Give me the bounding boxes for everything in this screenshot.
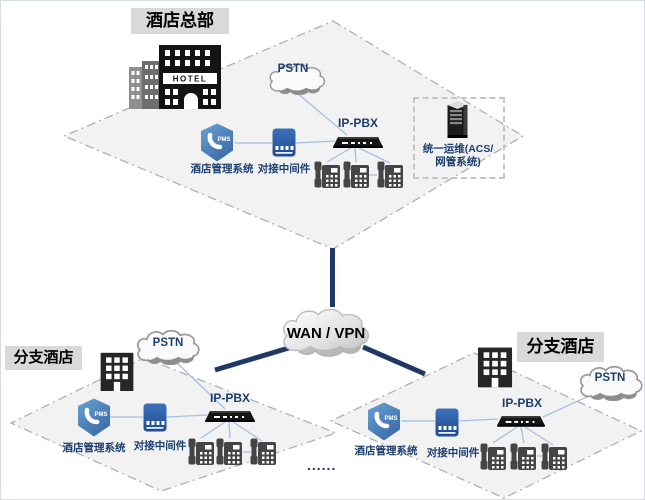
branch2-middleware-icon (435, 408, 459, 437)
branch1-phones (188, 438, 276, 465)
more-branches-ellipsis: ...... (307, 457, 337, 473)
phone-icon (510, 443, 536, 470)
om-dashed-box (413, 97, 505, 179)
branch2-title: 分支酒店 (517, 332, 604, 362)
om-label: 统一运维(ACS/ 网管系统) (403, 143, 513, 169)
hq-pms-system-label: 酒店管理系统 (190, 163, 254, 175)
phone-icon (343, 161, 369, 188)
branch1-middleware-label: 对接中间件 (133, 440, 187, 452)
connection-lines (110, 92, 592, 457)
branch1-title: 分支酒店 (5, 346, 82, 370)
hq-ippbx-label: IP-PBX (337, 116, 379, 130)
branch2-pms-system-label: 酒店管理系统 (354, 445, 418, 457)
branch1-pms-system-label: 酒店管理系统 (62, 442, 126, 454)
branch1-middleware-icon (143, 403, 167, 432)
branch1-diamond (9, 357, 338, 492)
branch1-ippbx-icon (205, 411, 255, 422)
branch2-pms-badge: PMS (384, 416, 397, 422)
branch1-pms-badge: PMS (94, 412, 107, 418)
hq-title: 酒店总部 (131, 8, 229, 34)
phone-icon (377, 161, 403, 188)
hq-middleware-icon (272, 128, 296, 157)
branch1-pstn-label: PSTN (152, 337, 184, 349)
branch2-phones (480, 443, 567, 470)
hq-pstn-label: PSTN (277, 63, 309, 75)
branch2-office-building-icon (477, 347, 513, 388)
phone-icon (480, 443, 506, 470)
hq-phones (314, 161, 403, 188)
phone-icon (541, 443, 567, 470)
branch2-middleware-label: 对接中间件 (426, 447, 480, 459)
branch2-ippbx-label: IP-PBX (501, 396, 543, 410)
phone-icon (188, 438, 214, 465)
hq-middleware-label: 对接中间件 (257, 163, 311, 175)
om-label-line1: 统一运维(ACS/ (422, 143, 494, 155)
branch1-ippbx-label: IP-PBX (209, 391, 251, 405)
hotel-sign-text: HOTEL (173, 75, 208, 84)
phone-icon (216, 438, 242, 465)
wan-vpn-label: WAN / VPN (286, 325, 366, 342)
om-label-line2: 网管系统) (435, 156, 481, 168)
branch2-pstn-label: PSTN (594, 372, 626, 384)
phone-icon (314, 161, 340, 188)
phone-icon (250, 438, 276, 465)
wan-trunk-lines (214, 248, 426, 377)
branch1-office-building-icon (100, 352, 134, 391)
branch2-ippbx-icon (496, 416, 546, 427)
hq-ippbx-icon (333, 137, 383, 148)
hq-pms-badge: PMS (217, 137, 230, 143)
